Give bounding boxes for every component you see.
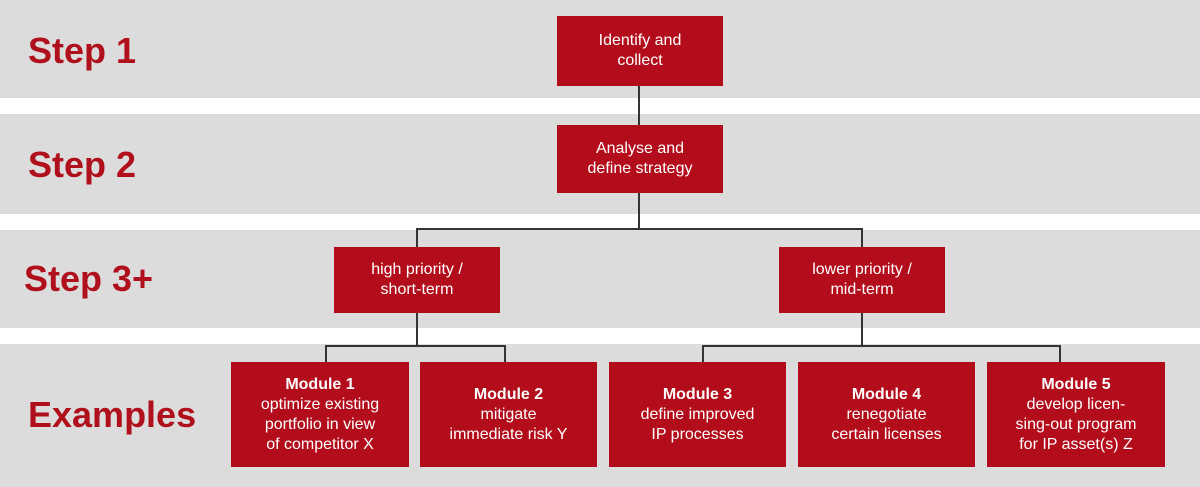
node-identify-collect-text: Identify and collect bbox=[598, 32, 682, 69]
node-high-priority: high priority / short-term bbox=[334, 247, 500, 313]
module-2-box: Module 2 mitigate immediate risk Y bbox=[420, 362, 597, 467]
module-3-desc: define improved IP processes bbox=[640, 405, 755, 443]
connector-to-lower-priority bbox=[861, 228, 863, 248]
node-high-priority-text: high priority / short-term bbox=[371, 261, 463, 298]
module-1-box: Module 1 optimize existing portfolio in … bbox=[231, 362, 409, 467]
module-4-desc: renegotiate certain licenses bbox=[831, 405, 942, 443]
connector-to-module-3 bbox=[702, 345, 704, 362]
module-5-box: Module 5 develop licen- sing-out program… bbox=[987, 362, 1165, 467]
module-4-title: Module 4 bbox=[851, 385, 922, 403]
connector-to-module-2 bbox=[504, 345, 506, 362]
module-2-desc: mitigate immediate risk Y bbox=[449, 405, 568, 443]
connector-modules-left-horizontal bbox=[325, 345, 505, 347]
connector-to-module-1 bbox=[325, 345, 327, 362]
connector-modules-right-horizontal bbox=[702, 345, 1060, 347]
step-2-label: Step 2 bbox=[28, 144, 137, 185]
step-3-label: Step 3+ bbox=[24, 258, 154, 299]
node-identify-collect: Identify and collect bbox=[557, 16, 723, 86]
module-3-box: Module 3 define improved IP processes bbox=[609, 362, 786, 467]
step-1-label: Step 1 bbox=[28, 30, 137, 71]
connector-identify-analyse bbox=[638, 86, 640, 126]
connector-high-priority-down bbox=[416, 313, 418, 346]
node-lower-priority-text: lower priority / mid-term bbox=[812, 261, 912, 298]
module-4-box: Module 4 renegotiate certain licenses bbox=[798, 362, 975, 467]
band-step-3 bbox=[0, 230, 1200, 328]
node-analyse-strategy: Analyse and define strategy bbox=[557, 125, 723, 193]
connector-step3-horizontal bbox=[416, 228, 862, 230]
connector-analyse-down bbox=[638, 193, 640, 229]
connector-lower-priority-down bbox=[861, 313, 863, 346]
node-lower-priority: lower priority / mid-term bbox=[779, 247, 945, 313]
connector-to-module-5 bbox=[1059, 345, 1061, 362]
module-1-title: Module 1 bbox=[285, 375, 355, 393]
module-1-desc: optimize existing portfolio in view of c… bbox=[260, 395, 380, 453]
connector-to-high-priority bbox=[416, 228, 418, 248]
module-2-title: Module 2 bbox=[473, 385, 544, 403]
module-3-title: Module 3 bbox=[662, 385, 733, 403]
examples-label: Examples bbox=[28, 394, 197, 435]
module-5-title: Module 5 bbox=[1041, 375, 1111, 393]
node-analyse-strategy-text: Analyse and define strategy bbox=[587, 140, 693, 177]
module-5-desc: develop licen- sing-out program for IP a… bbox=[1015, 395, 1137, 453]
